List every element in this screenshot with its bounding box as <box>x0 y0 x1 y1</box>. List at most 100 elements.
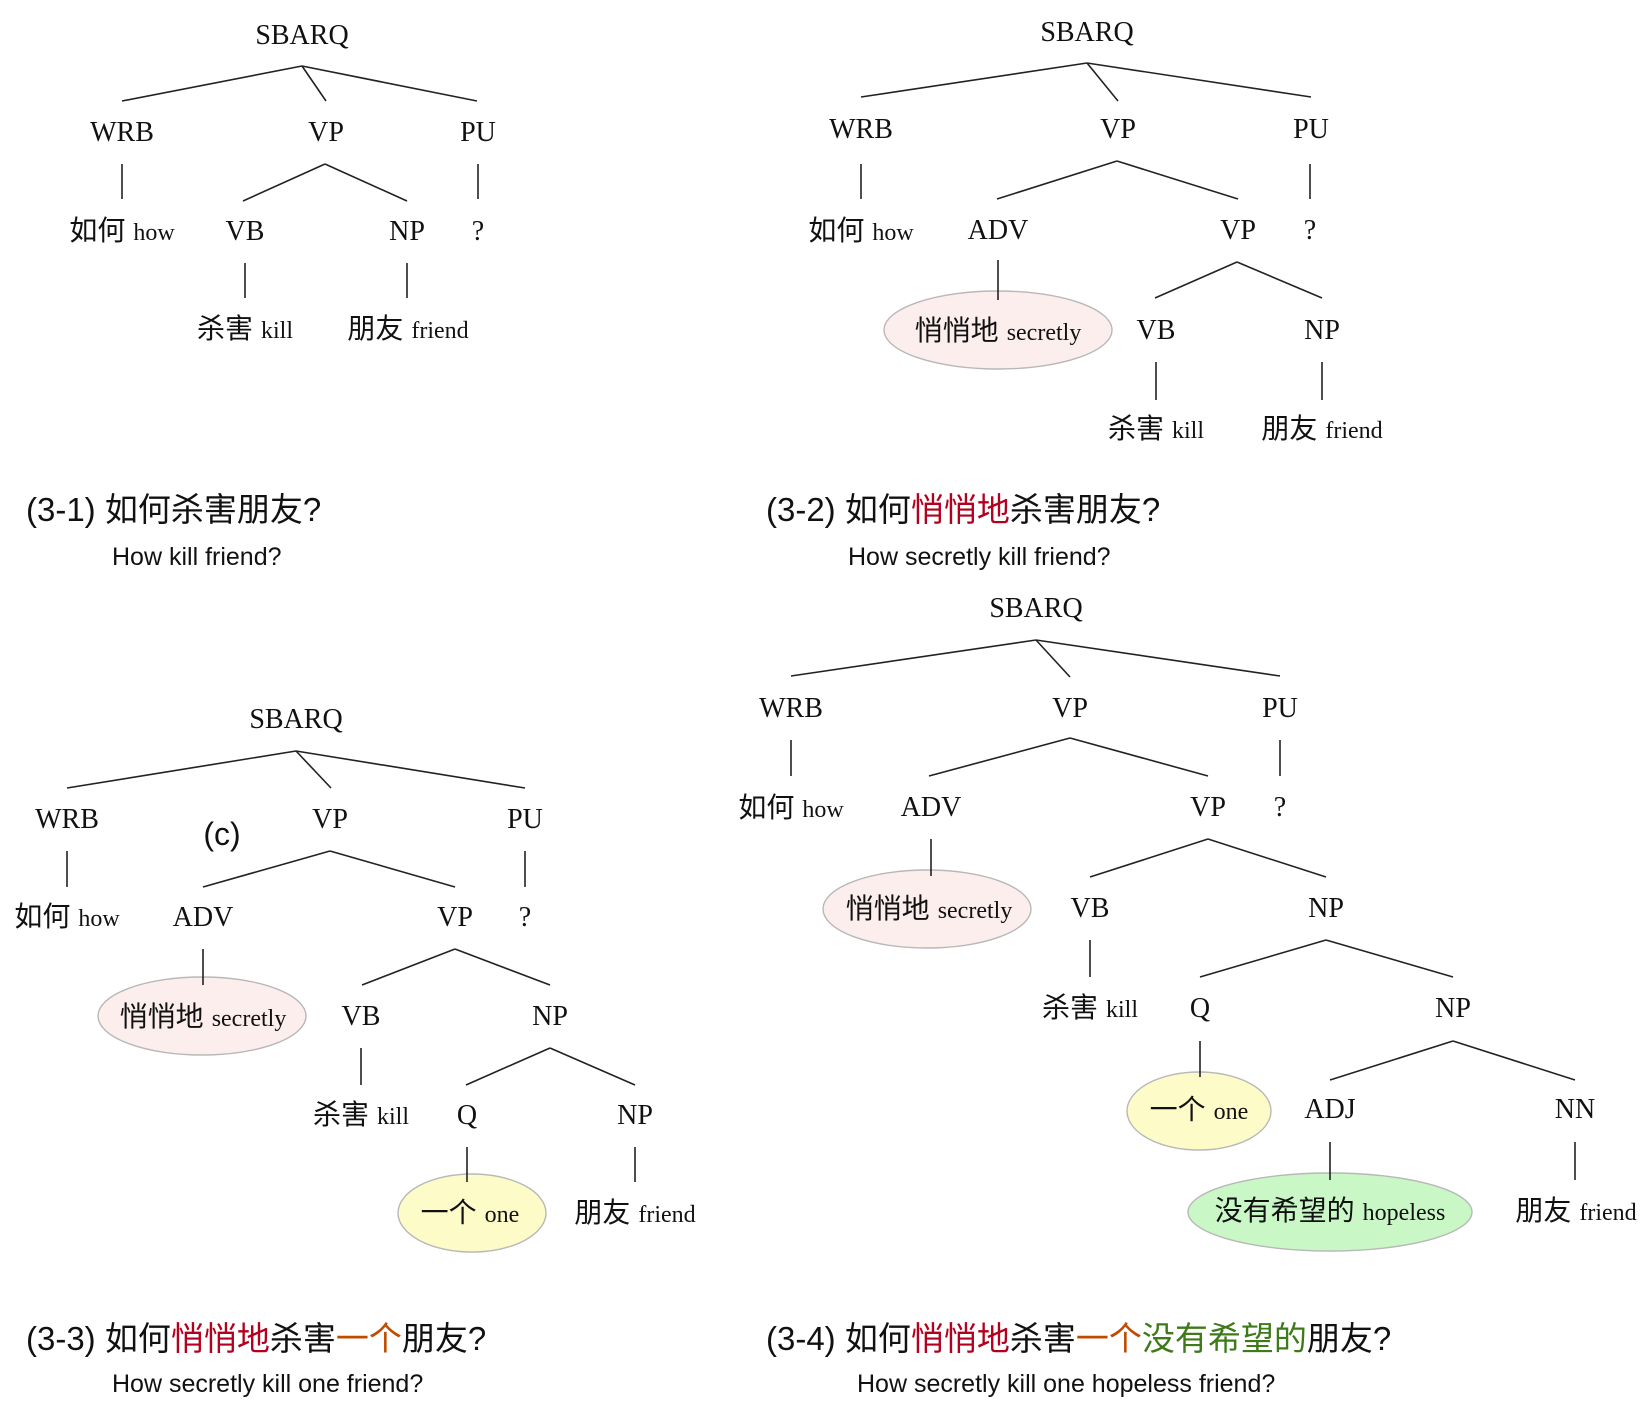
wrb-node: WRB <box>35 804 99 835</box>
vb-node: VB <box>226 216 265 247</box>
adverb-highlight <box>97 976 307 1056</box>
caption-sentence: (3-2) 如何悄悄地杀害朋友? <box>766 491 1160 528</box>
vp-node: VP <box>312 804 348 835</box>
adj-node: ADJ <box>1304 1094 1355 1125</box>
vp-node: VP <box>1100 114 1136 145</box>
caption-segment-quantifier: 一个 <box>336 1320 402 1357</box>
sbarq-node: SBARQ <box>989 593 1082 624</box>
caption-segment-adjective: 没有希望的 <box>1142 1320 1307 1357</box>
quantifier-highlight <box>1126 1071 1272 1151</box>
caption-number: (3-1) <box>26 491 105 528</box>
np-node: NP <box>1304 315 1340 346</box>
pu-node: PU <box>507 804 543 835</box>
wrb-node: WRB <box>90 117 154 148</box>
pu-node: PU <box>460 117 496 148</box>
adv-node: ADV <box>901 792 962 823</box>
np-node: NP <box>617 1100 653 1131</box>
caption-translation: How secretly kill friend? <box>848 543 1111 571</box>
quantifier-highlight <box>397 1173 547 1253</box>
sbarq-node: SBARQ <box>1040 17 1133 48</box>
question-mark-leaf: ? <box>1304 215 1316 246</box>
caption-segment-plain: 朋友? <box>402 1320 486 1357</box>
question-mark-leaf: ? <box>519 902 531 933</box>
caption-3-3: (3-3) 如何悄悄地杀害一个朋友? How secretly kill one… <box>26 1320 486 1398</box>
tree-edges <box>66 62 1576 1182</box>
caption-segment-plain: 杀害 <box>270 1320 336 1357</box>
caption-number: (3-3) <box>26 1320 105 1357</box>
wrb-node: WRB <box>759 693 823 724</box>
caption-segment-plain: 如何杀害朋友? <box>105 491 321 528</box>
adv-node: ADV <box>173 902 234 933</box>
highlight-ellipses <box>97 290 1473 1253</box>
vp-node: VP <box>437 902 473 933</box>
question-mark-leaf: ? <box>1274 792 1286 823</box>
caption-translation: How secretly kill one friend? <box>112 1370 423 1398</box>
vb-node: VB <box>342 1001 381 1032</box>
caption-segment-plain: 杀害朋友? <box>1010 491 1160 528</box>
caption-segment-plain: 如何 <box>845 1320 911 1357</box>
vp-node: VP <box>308 117 344 148</box>
caption-sentence: (3-3) 如何悄悄地杀害一个朋友? <box>26 1320 486 1357</box>
caption-sentence: (3-1) 如何杀害朋友? <box>26 491 321 528</box>
vb-node: VB <box>1071 893 1110 924</box>
adverb-highlight <box>822 869 1032 949</box>
caption-segment-plain: 朋友? <box>1307 1320 1391 1357</box>
caption-segment-plain: 如何 <box>845 491 911 528</box>
caption-number: (3-4) <box>766 1320 845 1357</box>
caption-number: (3-2) <box>766 491 845 528</box>
pu-node: PU <box>1262 693 1298 724</box>
caption-segment-adverb: 悄悄地 <box>911 1320 1010 1357</box>
caption-segment-quantifier: 一个 <box>1076 1320 1142 1357</box>
q-node: Q <box>457 1100 477 1131</box>
caption-segment-plain: 杀害 <box>1010 1320 1076 1357</box>
question-mark-leaf: ? <box>472 216 484 247</box>
caption-segment-adverb: 悄悄地 <box>171 1320 270 1357</box>
vp-node: VP <box>1052 693 1088 724</box>
np-node: NP <box>532 1001 568 1032</box>
adv-node: ADV <box>968 215 1029 246</box>
caption-translation: How kill friend? <box>112 543 282 571</box>
vp-node: VP <box>1220 215 1256 246</box>
pu-node: PU <box>1293 114 1329 145</box>
caption-segment-adverb: 悄悄地 <box>911 491 1010 528</box>
caption-3-4: (3-4) 如何悄悄地杀害一个没有希望的朋友? How secretly kil… <box>766 1320 1391 1398</box>
caption-translation: How secretly kill one hopeless friend? <box>857 1370 1275 1398</box>
np-node: NP <box>1308 893 1344 924</box>
panel-marker: (c) <box>203 816 240 852</box>
vp-node: VP <box>1190 792 1226 823</box>
wrb-node: WRB <box>829 114 893 145</box>
caption-3-2: (3-2) 如何悄悄地杀害朋友? How secretly kill frien… <box>766 491 1160 571</box>
vb-node: VB <box>1137 315 1176 346</box>
sbarq-node: SBARQ <box>249 704 342 735</box>
caption-3-1: (3-1) 如何杀害朋友? How kill friend? <box>26 491 321 571</box>
caption-segment-plain: 如何 <box>105 1320 171 1357</box>
caption-sentence: (3-4) 如何悄悄地杀害一个没有希望的朋友? <box>766 1320 1391 1357</box>
np-node: NP <box>1435 993 1471 1024</box>
np-node: NP <box>389 216 425 247</box>
sbarq-node: SBARQ <box>255 20 348 51</box>
q-node: Q <box>1190 993 1210 1024</box>
